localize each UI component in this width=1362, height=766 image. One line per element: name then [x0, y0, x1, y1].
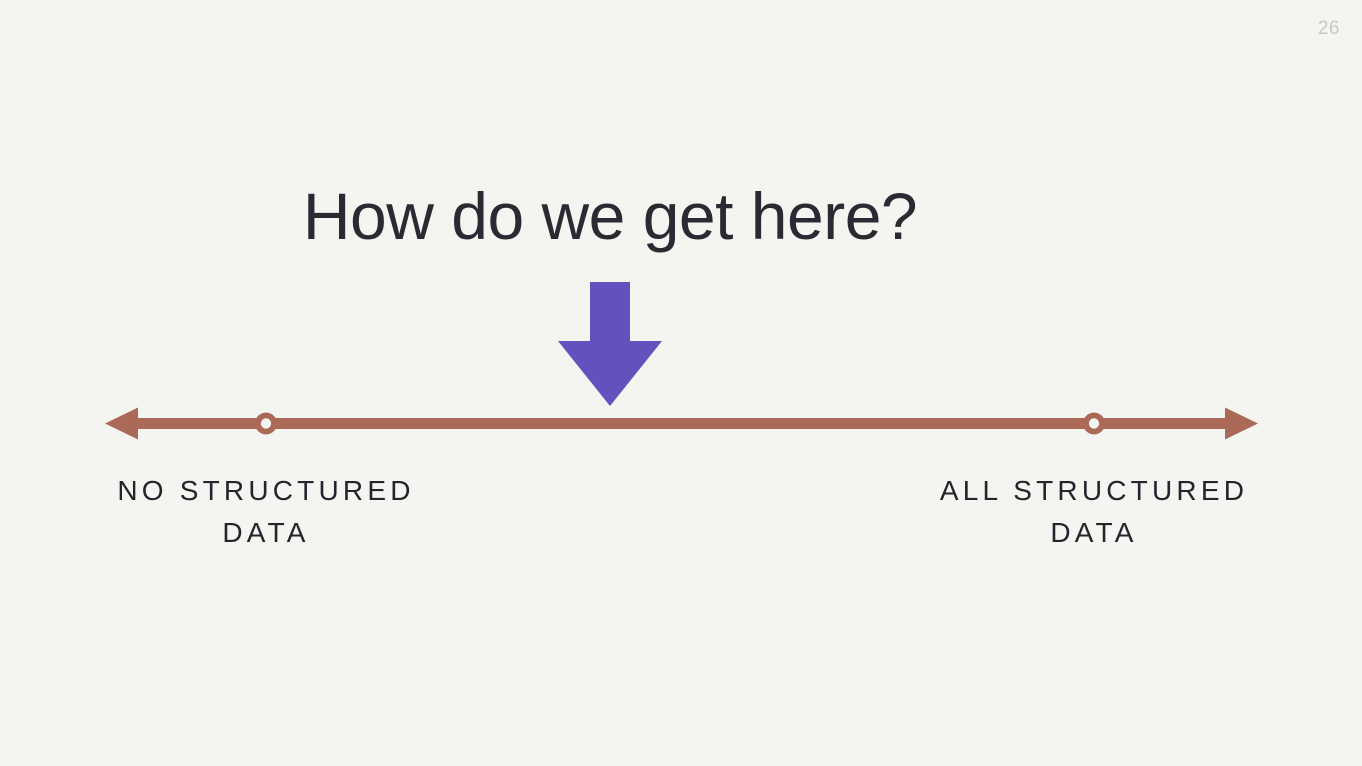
down-arrow-shape [558, 282, 662, 406]
spectrum-marker-right-hole [1088, 418, 1100, 429]
spectrum-label-right-line1: ALL STRUCTURED [939, 475, 1249, 506]
right-arrowhead-icon [1225, 407, 1258, 440]
spectrum-marker-left-hole [260, 418, 272, 429]
spectrum-label-left-line1: NO STRUCTURED [117, 475, 415, 506]
structured-data-spectrum [104, 405, 1259, 442]
page-title: How do we get here? [302, 179, 918, 253]
down-arrow-icon [558, 282, 662, 406]
spectrum-label-left-line2: DATA [222, 517, 310, 548]
spectrum-line [132, 418, 1232, 429]
slide-number: 26 [1317, 18, 1340, 39]
spectrum-label-all-structured-data: ALL STRUCTURED DATA [884, 470, 1304, 554]
left-arrowhead-icon [105, 407, 138, 440]
spectrum-label-right-line2: DATA [1050, 517, 1138, 548]
spectrum-label-no-structured-data: NO STRUCTURED DATA [56, 470, 476, 554]
